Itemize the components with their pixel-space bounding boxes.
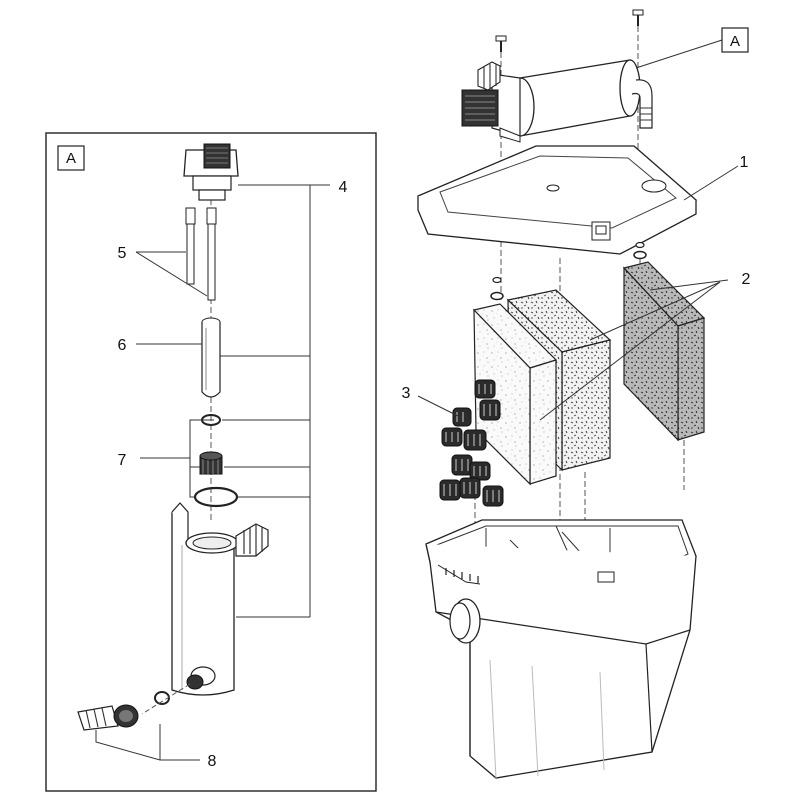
callout-5: 5 [118,245,127,262]
callout-6: 6 [118,337,127,354]
filter-lid [417,145,698,255]
detail-leaders [95,184,330,761]
uv-clarifier [461,59,653,143]
detail-label: A [66,150,76,167]
detail-frame [45,132,377,792]
washer-4 [635,241,645,249]
washer-1 [490,291,504,301]
bio-media-highlights [443,384,500,502]
screw-right [632,9,644,26]
screw-left [495,35,507,52]
callout-1: 1 [740,154,749,171]
callout-2: 2 [742,271,751,288]
callout-7: 7 [118,452,127,469]
detail-view-a: A [45,132,377,792]
washer-2 [492,276,502,284]
filter-container [425,519,697,779]
callout-a-label: A [730,33,740,50]
callout-3: 3 [402,385,411,402]
main-leaders [417,165,739,421]
outlet-axis [141,683,191,715]
callout-8: 8 [208,753,217,770]
union-nut [199,451,223,475]
uv-lamp-tubes [185,207,217,301]
uv-housing [171,502,269,696]
quartz-glass [201,317,221,398]
callout-4: 4 [339,179,348,196]
washer-3 [633,250,647,260]
uv-lamp-head [183,143,239,201]
detail-label-box [57,145,85,171]
callout-a-box [721,27,749,53]
o-ring-outlet [154,691,170,705]
callout-a-leader [635,39,723,69]
foam-light [472,303,558,486]
hose-tail [77,704,139,731]
main-assembly: A [402,9,751,779]
o-ring-large [193,486,239,508]
